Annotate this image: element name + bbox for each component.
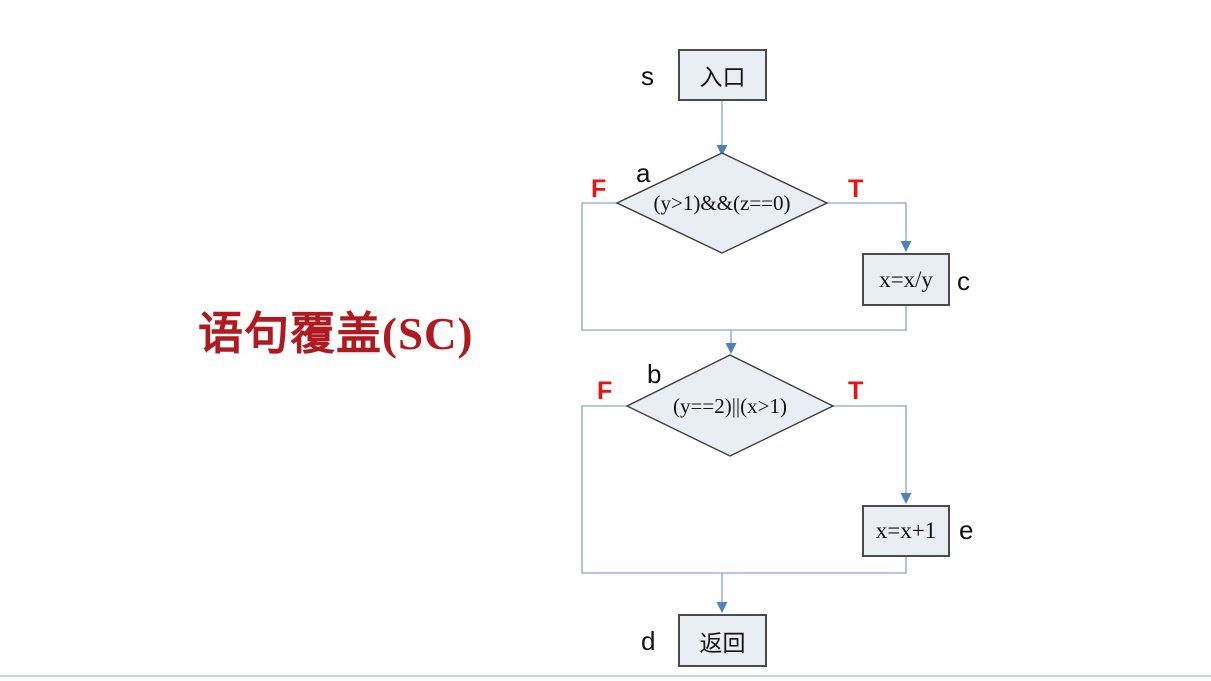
process-e-node: x=x+1	[862, 505, 950, 557]
node-tag-s: s	[641, 61, 654, 91]
edge-decision-a-false-merge	[581, 202, 907, 331]
decision-a-diamond	[615, 152, 829, 254]
decision-b-label: (y==2)||(x>1)	[673, 394, 787, 418]
node-tag-a: a	[636, 158, 651, 188]
branch-label-true-a: T	[848, 175, 864, 203]
branch-label-false-b: F	[597, 377, 613, 405]
page-title: 语句覆盖(SC)	[198, 309, 474, 359]
decision-b-diamond	[625, 354, 835, 457]
process-c-label: x=x/y	[879, 266, 933, 292]
arrowhead-decision-a	[716, 145, 728, 156]
branch-label-true-b: T	[848, 377, 864, 405]
arrowhead-process-e	[900, 493, 912, 504]
node-tag-c: c	[957, 266, 970, 296]
arrowhead-return	[716, 602, 728, 613]
node-tag-d: d	[641, 626, 656, 656]
edge-decision-a-true	[827, 202, 907, 241]
entry-node-label: 入口	[699, 65, 746, 90]
node-tag-b: b	[647, 359, 662, 389]
process-e-label: x=x+1	[875, 518, 937, 543]
branch-label-false-a: F	[591, 175, 607, 203]
edge-decision-b-true	[833, 405, 907, 493]
return-node-label: 返回	[699, 630, 746, 656]
node-tag-e: e	[959, 515, 974, 545]
arrowhead-process-c	[900, 241, 912, 252]
return-node: 返回	[678, 614, 767, 667]
process-c-node: x=x/y	[862, 253, 950, 306]
entry-node: 入口	[678, 49, 767, 101]
edge-decision-b-false-merge	[581, 405, 907, 574]
arrowhead-decision-b	[725, 343, 737, 354]
decision-a-label: (y>1)&&(z==0)	[653, 191, 791, 215]
slide-bottom-border	[0, 675, 1211, 677]
